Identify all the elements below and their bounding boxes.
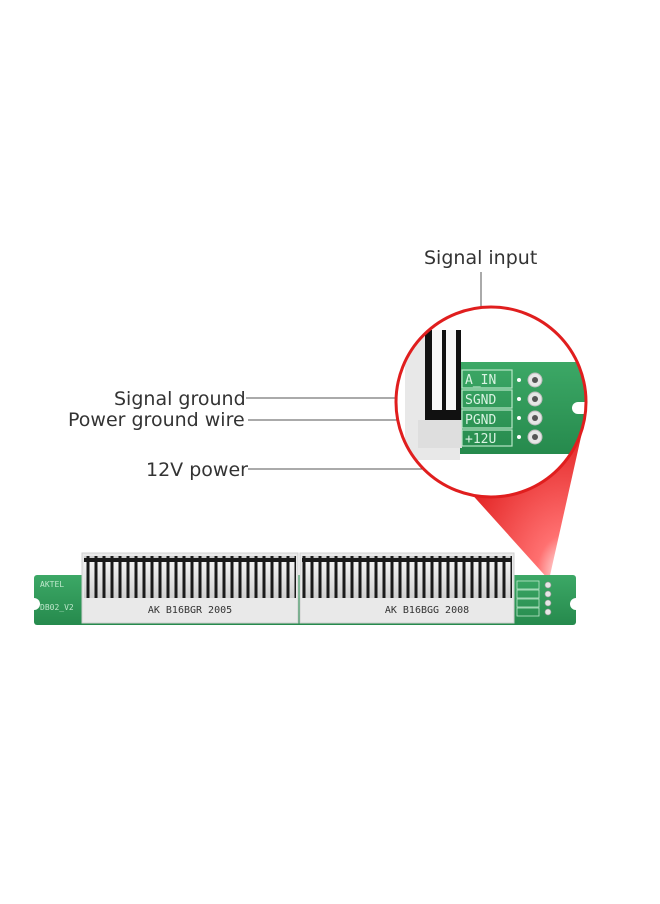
left-display-part-number: AK B16BGR 2005 [148,605,232,616]
silk-brand: AKTEL [40,580,64,589]
pin-label-sgnd: SGND [465,393,496,408]
magnified-pcb [455,362,585,454]
label-power-ground-wire: Power ground wire [68,409,245,431]
pin-label-a-in: A_IN [465,373,496,388]
label-12v-power: 12V power [146,459,248,481]
label-signal-ground: Signal ground [114,388,246,410]
magnified-pads [527,372,543,445]
magnified-pin-labels: A_IN SGND PGND +12U [465,373,496,447]
pin-label-pgnd: PGND [465,413,496,428]
magnifier-ring [394,305,588,499]
right-display-part-number: AK B16BGG 2008 [385,605,469,616]
right-bar-display: AK B16BGG 2008 [299,552,515,624]
silk-version: DB02_V2 [40,603,74,612]
magnified-view: A_IN SGND PGND +12U [394,305,588,499]
left-bar-display: AK B16BGR 2005 [81,552,299,624]
pin-label-12v: +12U [465,432,496,447]
pad-markers [517,378,521,439]
label-signal-input: Signal input [424,247,538,269]
